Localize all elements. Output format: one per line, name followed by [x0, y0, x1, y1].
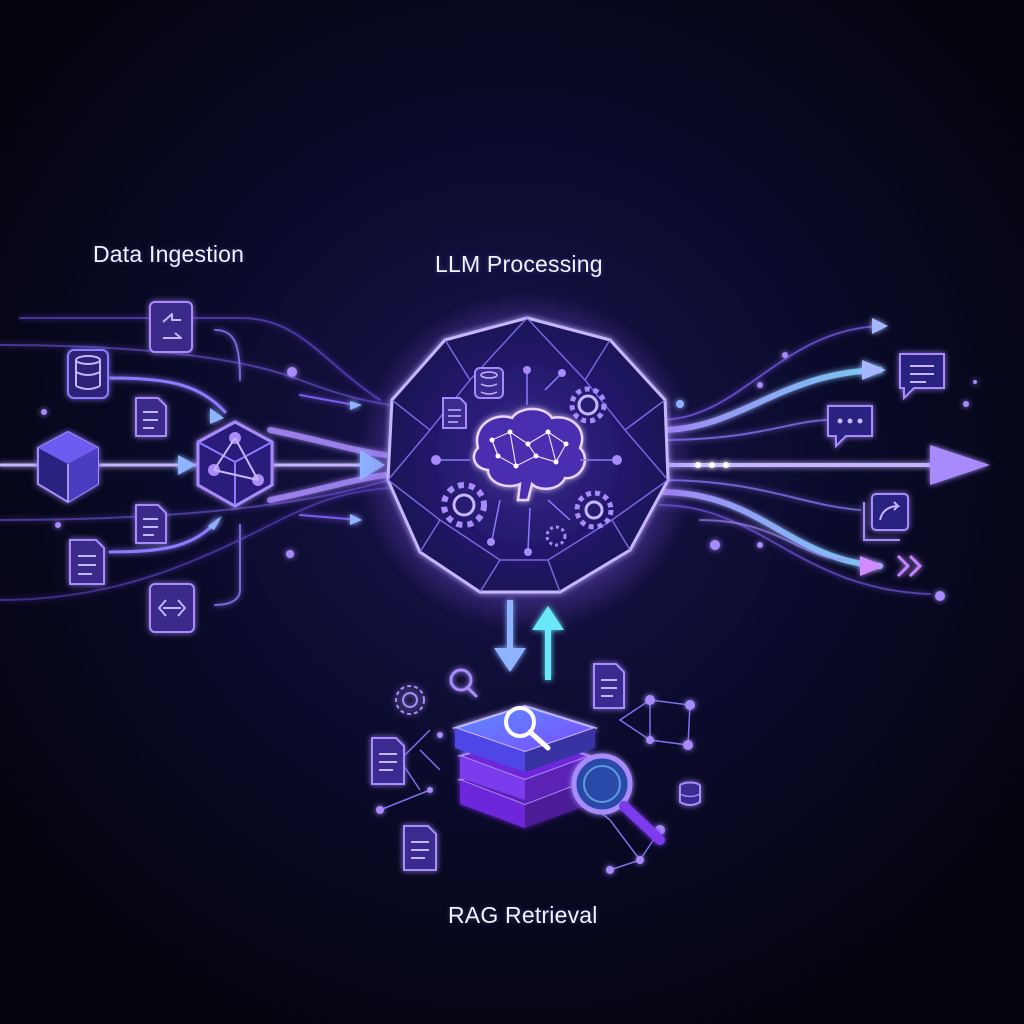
chat-bubble-icon: [899, 353, 945, 401]
gear-icon: [584, 500, 604, 520]
magnifier-icon: [449, 668, 478, 698]
double-chevron-icon: [896, 554, 923, 578]
share-icon: [863, 493, 909, 541]
gear-icon: [577, 394, 599, 416]
layer-stack-icon: [451, 704, 599, 828]
code-file-icon: [149, 583, 195, 633]
database-icon: [474, 367, 504, 399]
stage-label-llm-processing: LLM Processing: [435, 251, 603, 277]
document-icon: [371, 737, 405, 785]
circuit-traces: [438, 372, 615, 551]
document-icon: [593, 663, 625, 709]
magnifier-icon: [504, 706, 551, 751]
gear-icon: [569, 386, 607, 424]
chat-bubble-icon: [827, 405, 873, 449]
brain-network-icon: [472, 407, 587, 502]
llm-core: [357, 292, 697, 632]
gear-icon: [441, 482, 487, 528]
output-icons: [827, 353, 945, 578]
network-cube-icon: [196, 420, 274, 508]
gear-icon: [452, 493, 476, 517]
document-icon: [403, 825, 437, 871]
circuit-nodes: [431, 366, 622, 556]
retrieval-arrows: [494, 600, 564, 680]
database-icon: [679, 781, 701, 806]
stage-label-data-ingestion: Data Ingestion: [93, 241, 245, 267]
gear-icon: [574, 490, 614, 530]
stage-label-rag-retrieval: RAG Retrieval: [448, 902, 598, 928]
orb-facets: [387, 316, 669, 593]
target-icon: [395, 685, 425, 715]
document-transfer-icon: [149, 301, 193, 353]
document-icon: [135, 397, 167, 437]
input-icons: [37, 301, 195, 633]
document-icon: [69, 539, 105, 585]
database-icon: [67, 349, 109, 399]
rag-cluster: [371, 663, 701, 874]
gear-icon: [545, 525, 567, 547]
output-arrowheads: [695, 318, 990, 576]
document-icon: [442, 397, 467, 429]
magnifier-icon: [571, 753, 665, 845]
retrieval-nodes: [376, 695, 695, 874]
cube-icon: [37, 431, 99, 503]
document-icon: [135, 504, 167, 544]
